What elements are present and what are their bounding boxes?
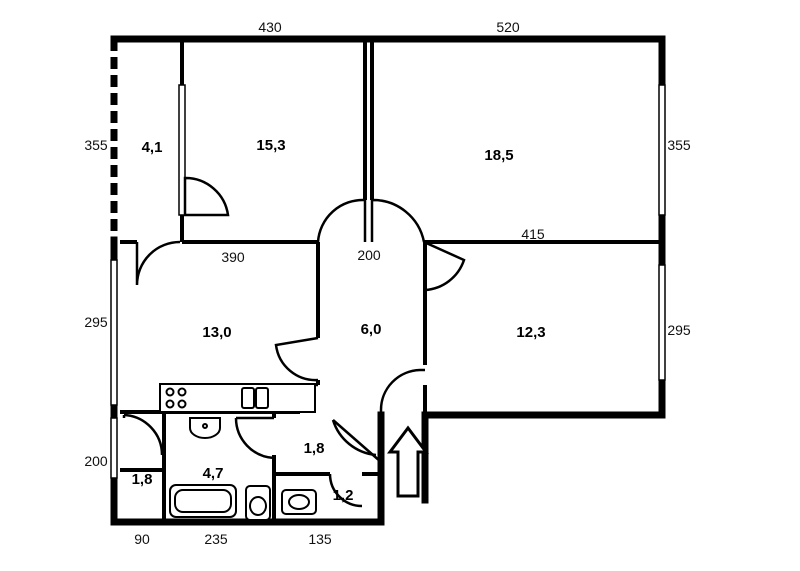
- dim-inner-390: 390: [221, 249, 245, 265]
- dim-left-upper: 355: [84, 137, 108, 153]
- area-living: 13,0: [202, 324, 231, 341]
- area-closet: 4,1: [142, 139, 163, 156]
- dim-bottom-135: 135: [308, 531, 332, 547]
- dim-right-upper: 355: [667, 137, 691, 153]
- area-bathroom: 4,7: [203, 465, 224, 482]
- entrance-arrow-icon: [387, 425, 429, 498]
- area-storage: 1,8: [132, 471, 153, 488]
- kitchen-counter: [159, 383, 316, 413]
- dim-right-middle: 295: [667, 322, 691, 338]
- dim-bottom-235: 235: [204, 531, 228, 547]
- door-swings: [122, 176, 466, 508]
- outer-walls: [110, 35, 666, 526]
- dim-left-middle: 295: [84, 314, 108, 330]
- dim-left-lower: 200: [84, 453, 108, 469]
- interior-walls: [120, 39, 662, 522]
- dim-top-right: 520: [496, 19, 520, 35]
- area-wc: 1,2: [333, 487, 354, 504]
- dim-inner-415: 415: [521, 226, 545, 242]
- dim-top-left: 430: [258, 19, 282, 35]
- area-bedroom-2: 18,5: [484, 147, 513, 164]
- windows: [110, 84, 666, 479]
- area-utility: 1,8: [304, 440, 325, 457]
- area-hall: 6,0: [361, 321, 382, 338]
- bathroom-fixtures: [169, 417, 317, 521]
- dim-inner-200: 200: [357, 247, 381, 263]
- area-bedroom-3: 12,3: [516, 324, 545, 341]
- area-bedroom-1: 15,3: [256, 137, 285, 154]
- dim-bottom-90: 90: [134, 531, 150, 547]
